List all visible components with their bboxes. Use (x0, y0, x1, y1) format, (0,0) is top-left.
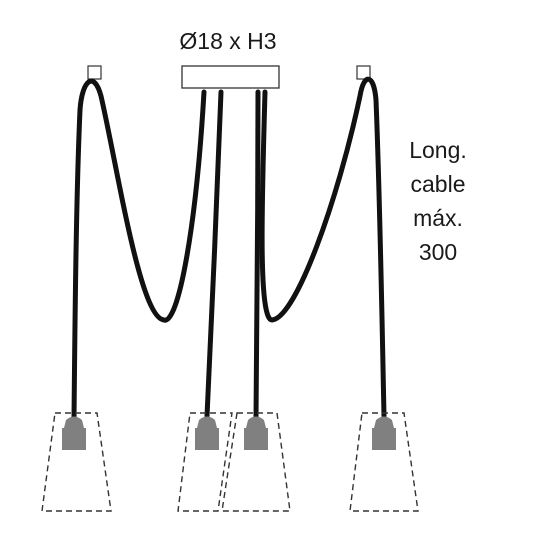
cable-length-note-line-3: máx. (413, 205, 463, 231)
ceiling-canopy (181, 65, 280, 89)
canopy-dimension-label: Ø18 x H3 (179, 28, 276, 54)
lamp-shade-1 (41, 412, 112, 512)
left-cable-hook (87, 65, 102, 80)
cable-lamp-3 (253, 89, 261, 421)
cable-length-note-line-1: Long. (409, 137, 467, 163)
cable-lamp-1 (71, 78, 207, 421)
cable-length-note-line-4: 300 (419, 239, 457, 265)
socket-lamp-4 (372, 416, 396, 450)
socket-lamp-3 (244, 416, 268, 450)
socket-lamp-2 (195, 416, 219, 450)
cable-length-note-line-2: cable (411, 171, 466, 197)
socket-lamp-1 (62, 416, 86, 450)
right-cable-hook (356, 65, 371, 80)
cable-lamp-2 (204, 89, 224, 419)
cable-lamp-4 (259, 76, 387, 419)
lamp-shade-4 (349, 412, 419, 512)
lamp-shade-2 (177, 412, 233, 512)
